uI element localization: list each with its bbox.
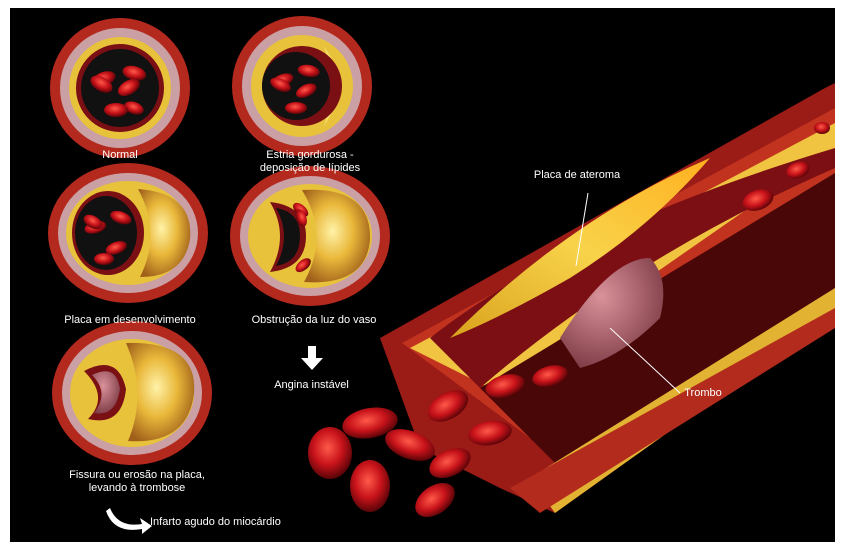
stage-plaque-rupture-crosssection — [52, 321, 212, 465]
stage-lumen-obstruction-crosssection — [230, 166, 390, 306]
callout-label-plaque: Placa de ateroma — [522, 169, 632, 182]
stage-developing-plaque-crosssection — [48, 163, 208, 303]
artery-illustration — [10, 8, 835, 542]
stage-normal-crosssection — [50, 18, 190, 158]
illustration-panel: Normal Estria gordurosa - deposição de l… — [10, 8, 835, 542]
callout-label-thrombus: Trombo — [678, 387, 728, 400]
curved-arrow-icon — [106, 508, 152, 534]
stage-label-obstruction: Obstrução da luz do vaso — [224, 314, 404, 327]
stage-label-developing-plaque: Placa em desenvolvimento — [40, 314, 220, 327]
stage-label-fatty-streak: Estria gordurosa - deposição de lípides — [250, 149, 370, 175]
longitudinal-vessel — [380, 83, 835, 513]
outcome-label-infarction: Infarto agudo do miocárdio — [150, 516, 310, 529]
stage-label-normal: Normal — [70, 149, 170, 162]
outcome-label-unstable-angina: Angina instável — [254, 379, 369, 392]
stage-label-rupture: Fissura ou erosão na placa, levando à tr… — [62, 469, 212, 495]
down-arrow-icon — [301, 346, 323, 370]
stage-fatty-streak-crosssection — [232, 16, 372, 156]
